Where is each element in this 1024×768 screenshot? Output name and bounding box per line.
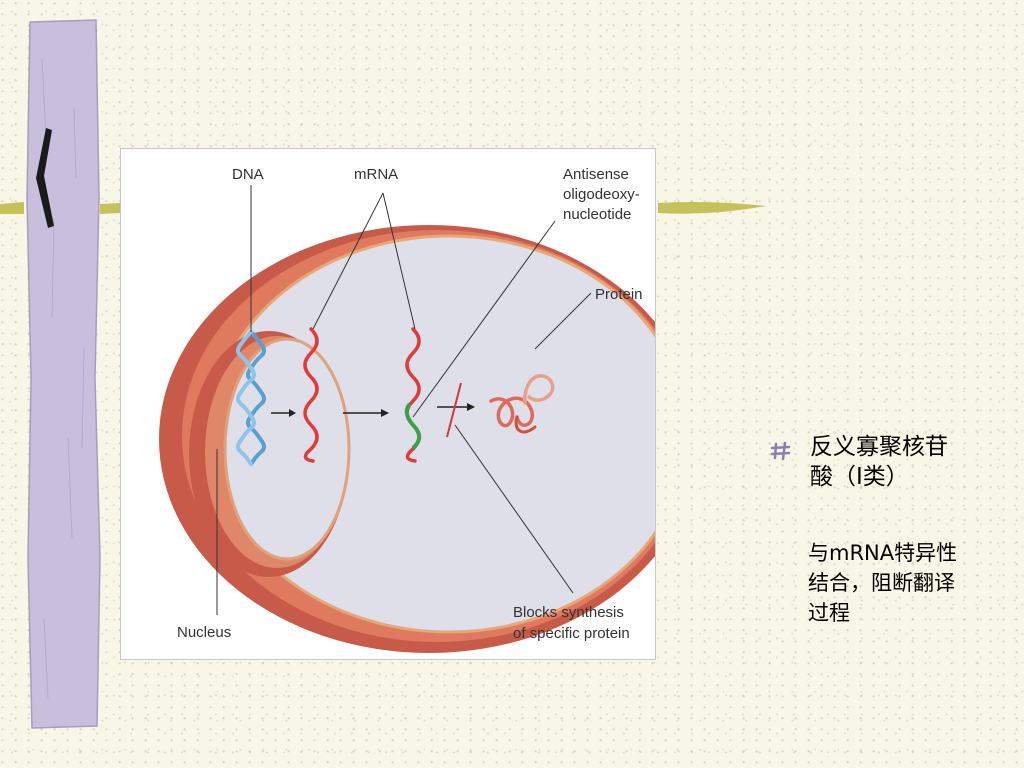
mrna-leader-1: [312, 192, 384, 330]
translation-arrowhead: [467, 403, 475, 411]
bullet-sub-text: 与mRNA特异性结合，阻断翻译过程: [808, 541, 958, 625]
nucleus: [223, 337, 351, 561]
dna-strand-1: [246, 330, 266, 466]
decorative-vertical-bar: [26, 19, 101, 729]
label-antisense-line3: nucleotide: [563, 206, 631, 223]
label-nucleus: Nucleus: [177, 624, 231, 641]
label-blocks-line1: Blocks synthesis: [513, 604, 624, 621]
transcription-arrowhead: [289, 409, 296, 417]
label-antisense-line1: Antisense: [563, 166, 629, 183]
bullet-text: 反义寡聚核苷酸（I类）: [810, 434, 948, 490]
protein-leader: [534, 292, 592, 350]
dna-strand-2: [236, 330, 256, 466]
label-blocks-line2: of specific protein: [513, 625, 630, 642]
antisense-oligo: [404, 403, 422, 449]
antisense-diagram-svg: DNA mRNA Antisense oligodeoxy- nucleotid…: [159, 166, 655, 653]
bullet-item: 反义寡聚核苷酸（I类）: [770, 432, 990, 492]
block-mark: [446, 382, 462, 438]
blocks-leader: [454, 424, 574, 594]
mrna-in-nucleus: [303, 327, 319, 463]
mrna-in-cytoplasm: [405, 327, 421, 463]
protein: [489, 373, 555, 434]
label-protein: Protein: [595, 286, 643, 303]
label-dna: DNA: [232, 166, 264, 183]
decorative-horizontal-line: [0, 202, 766, 214]
antisense-leader: [412, 220, 556, 418]
decorative-bracket-mark: [36, 128, 54, 228]
label-mrna: mRNA: [354, 166, 398, 183]
antisense-diagram: DNA mRNA Antisense oligodeoxy- nucleotid…: [120, 148, 656, 660]
export-arrowhead: [381, 409, 389, 417]
bullet-icon: [770, 441, 791, 461]
mrna-leader-2: [382, 192, 416, 330]
label-antisense-line2: oligodeoxy-: [563, 186, 640, 203]
